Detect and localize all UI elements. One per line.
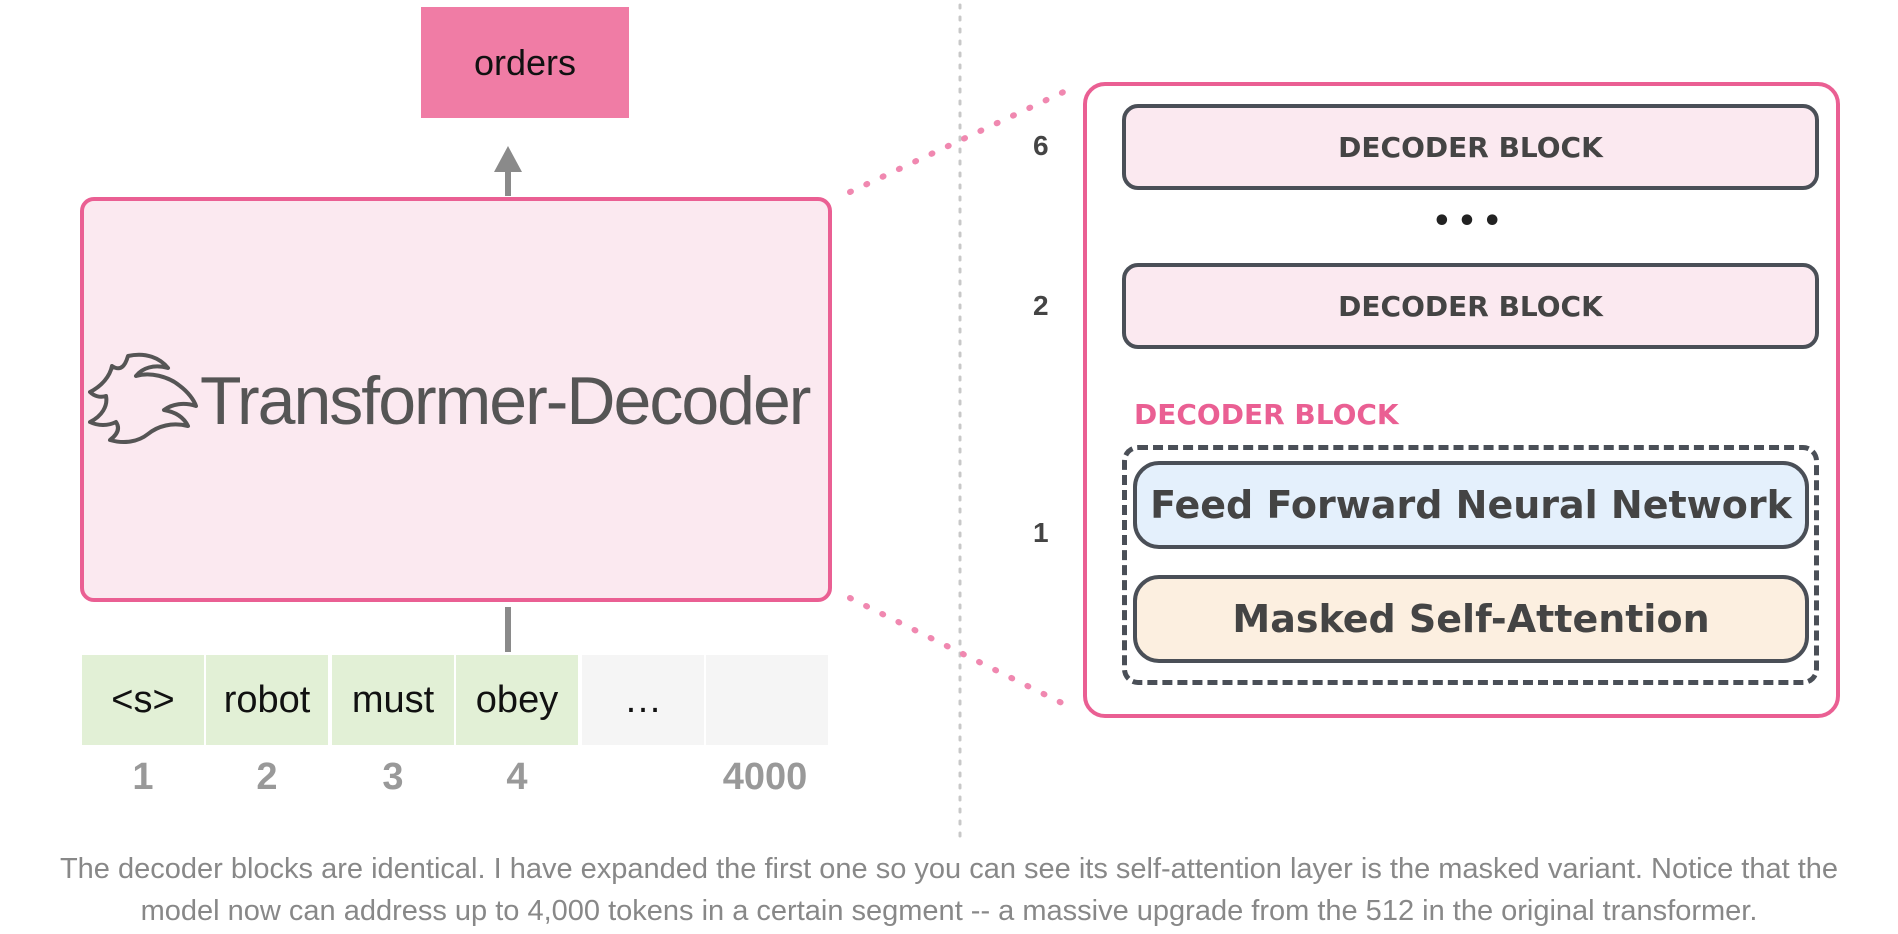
caption-line: The decoder blocks are identical. I have… [59,853,1839,885]
layer-number: 1 [1033,517,1049,548]
decoder-block-label: DECODER BLOCK [1338,130,1603,164]
expanded-block-label: DECODER BLOCK [1134,398,1399,431]
output-token: orders [473,41,577,83]
token-cell [706,655,828,745]
token-text: must [351,678,435,721]
ffnn-label: Feed Forward Neural Network [1150,483,1792,527]
position-label: 4000 [722,755,808,798]
layer-number: 2 [1033,290,1049,321]
transformer-decoder-box [80,197,832,602]
decoder-block-label: DECODER BLOCK [1338,289,1603,323]
position-label: 2 [256,755,278,798]
position-label: 4 [506,755,528,798]
token-cell: robot [206,655,328,745]
position-label: 1 [132,755,154,798]
decoder-title: Transformer-Decoder [200,363,811,439]
token-cell: <s> [82,655,204,745]
decoder-block: DECODER BLOCK [1122,104,1819,190]
position-label: 3 [382,755,404,798]
token-text: obey [475,678,559,721]
figure-caption: The decoder blocks are identical. I have… [0,848,1898,932]
attention-label: Masked Self-Attention [1232,597,1710,641]
zoom-line-bottom [847,595,1075,711]
token-cell: obey [456,655,578,745]
output-arrow-head [494,146,522,172]
expanded-decoder-block [1122,445,1819,685]
token-text: <s> [111,678,175,721]
flame-logo-icon [88,352,198,444]
stack-ellipsis: ••• [1432,204,1508,239]
decoder-block: DECODER BLOCK [1122,263,1819,349]
output-token-box: orders [421,7,629,118]
layer-number: 6 [1033,130,1049,161]
token-text: … [624,678,662,721]
token-cell: … [582,655,704,745]
ffnn-layer: Feed Forward Neural Network [1133,461,1809,549]
masked-self-attention-layer: Masked Self-Attention [1133,575,1809,663]
caption-line: model now can address up to 4,000 tokens… [140,895,1758,927]
token-text: robot [223,678,311,721]
token-cell: must [332,655,454,745]
